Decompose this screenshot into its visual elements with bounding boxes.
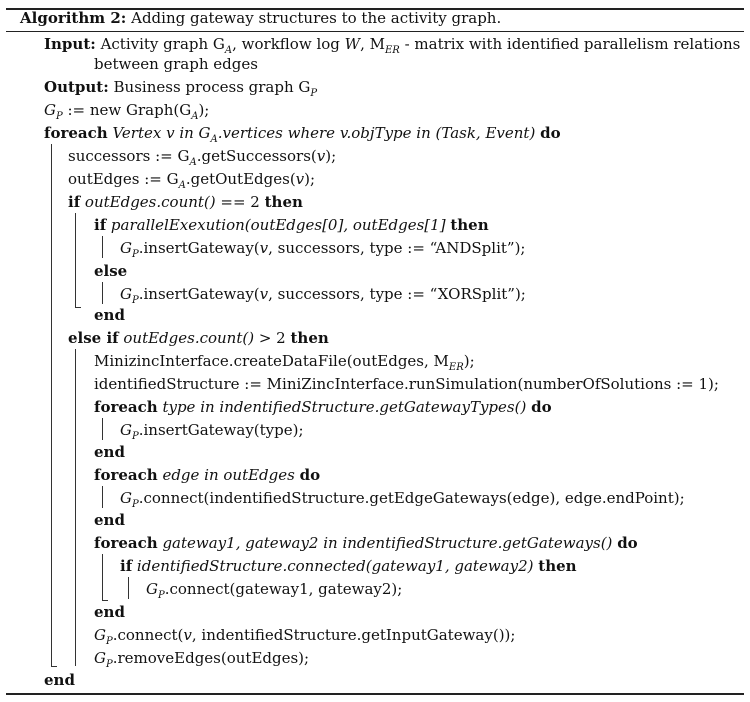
block-bar-foreach-vertex bbox=[51, 144, 52, 666]
top-rule bbox=[6, 8, 744, 10]
block-bar-foreach-edge bbox=[102, 486, 103, 508]
block-bar-foreach-gateways bbox=[102, 554, 103, 600]
input-line-2: between graph edges bbox=[94, 55, 258, 73]
block-bar-else bbox=[102, 282, 103, 304]
algorithm-block: Algorithm 2: Adding gateway structures t… bbox=[6, 0, 744, 700]
line-end-foreach-edge: end bbox=[94, 511, 125, 529]
line-else: else bbox=[94, 262, 128, 280]
line-remove-edges: GP.removeEdges(outEdges); bbox=[94, 649, 310, 670]
block-bar-if-connected bbox=[128, 577, 129, 599]
line-end-foreach-vertex: end bbox=[44, 671, 75, 689]
line-insert-type: GP.insertGateway(type); bbox=[120, 421, 304, 442]
line-elseif-count: else if outEdges.count() > 2 then bbox=[68, 329, 329, 347]
line-connect-gateways: GP.connect(gateway1, gateway2); bbox=[146, 580, 403, 601]
line-insert-xorsplit: GP.insertGateway(v, successors, type := … bbox=[120, 285, 526, 306]
output-line: Output: Business process graph GP bbox=[44, 78, 318, 99]
bottom-rule bbox=[6, 693, 744, 695]
line-connect-input-gateway: GP.connect(v, indentifiedStructure.getIn… bbox=[94, 626, 516, 647]
block-hook-if-count bbox=[75, 307, 81, 308]
line-if-parallel: if parallelExexution(outEdges[0], outEdg… bbox=[94, 216, 489, 234]
line-outedges: outEdges := GA.getOutEdges(v); bbox=[68, 170, 316, 191]
caption-text: Adding gateway structures to the activit… bbox=[126, 9, 502, 27]
line-end-foreach-gateways: end bbox=[94, 603, 125, 621]
line-foreach-vertex: foreach Vertex v in GA.vertices where v.… bbox=[44, 124, 561, 145]
line-if-count-2: if outEdges.count() == 2 then bbox=[68, 193, 303, 211]
line-end-foreach-type: end bbox=[94, 443, 125, 461]
algorithm-caption: Algorithm 2: Adding gateway structures t… bbox=[20, 8, 501, 28]
line-insert-andsplit: GP.insertGateway(v, successors, type := … bbox=[120, 239, 526, 260]
line-successors: successors := GA.getSuccessors(v); bbox=[68, 147, 337, 168]
block-bar-if-count bbox=[75, 213, 76, 307]
block-hook-foreach-gateways bbox=[102, 600, 108, 601]
line-create-datafile: MinizincInterface.createDataFile(outEdge… bbox=[94, 352, 475, 373]
line-foreach-edge: foreach edge in outEdges do bbox=[94, 466, 321, 484]
line-identified-structure: identifiedStructure := MiniZincInterface… bbox=[94, 375, 719, 393]
line-new-graph: GP := new Graph(GA); bbox=[44, 101, 210, 122]
line-end-if-parallel: end bbox=[94, 306, 125, 324]
block-bar-elseif-count bbox=[75, 349, 76, 666]
block-bar-then bbox=[102, 236, 103, 258]
block-hook-foreach-vertex bbox=[51, 666, 57, 667]
caption-label: Algorithm 2: bbox=[20, 9, 127, 27]
line-foreach-type: foreach type in indentifiedStructure.get… bbox=[94, 398, 552, 416]
caption-rule bbox=[6, 31, 744, 32]
block-bar-foreach-type bbox=[102, 418, 103, 440]
line-connect-edge-gateways: GP.connect(indentifiedStructure.getEdgeG… bbox=[120, 489, 685, 510]
line-if-connected: if identifiedStructure.connected(gateway… bbox=[120, 557, 577, 575]
line-foreach-gateways: foreach gateway1, gateway2 in indentifie… bbox=[94, 534, 638, 552]
input-line-1: Input: Activity graph GA, workflow log W… bbox=[44, 35, 741, 56]
